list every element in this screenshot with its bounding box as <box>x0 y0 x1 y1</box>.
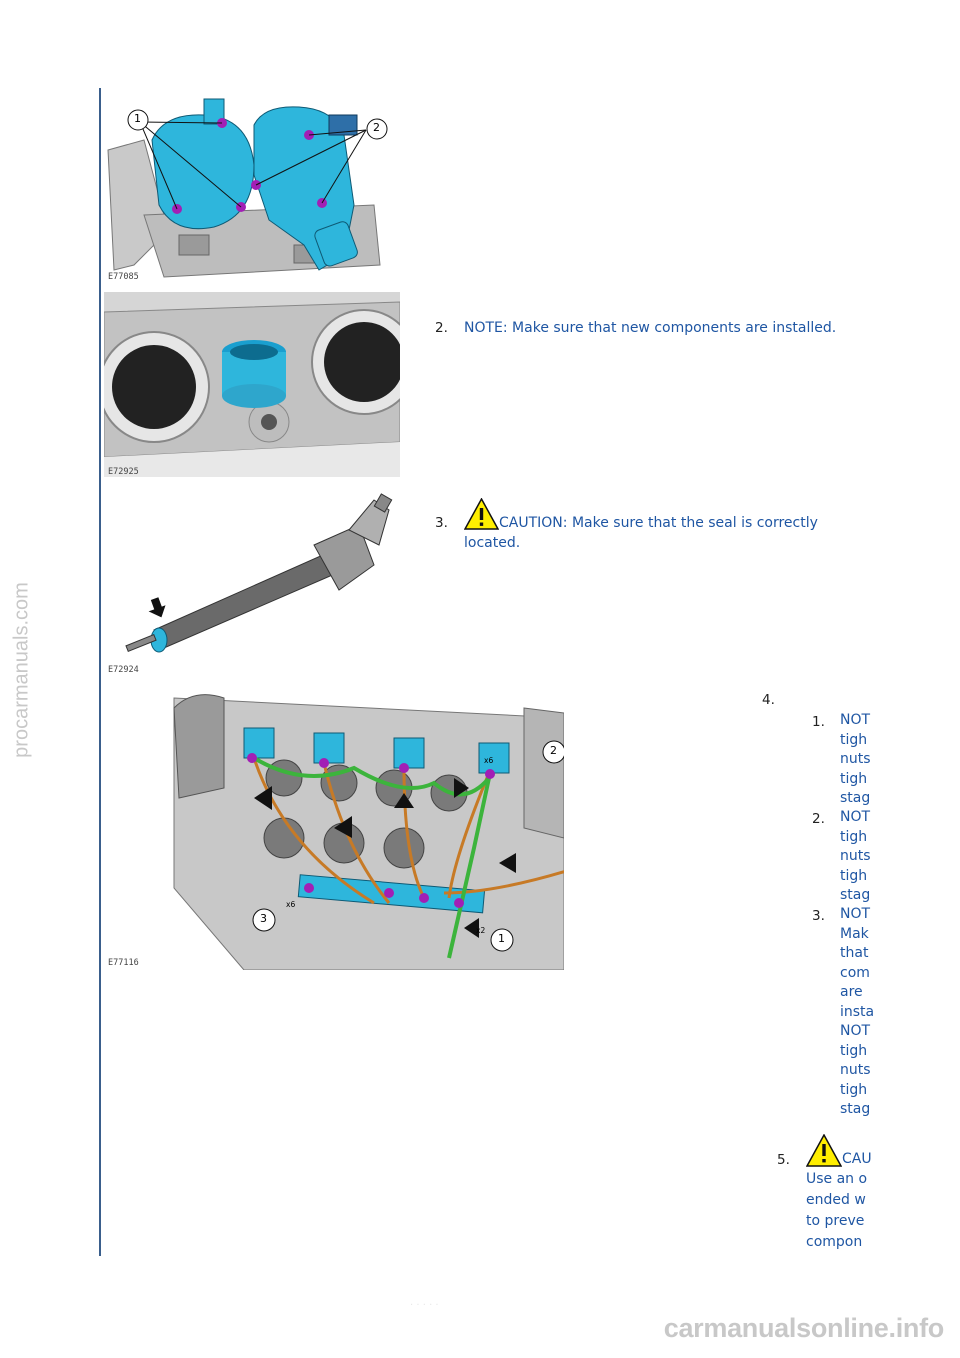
figure-cylinder-head-seal: E72925 <box>104 292 400 477</box>
figure-fuel-injector: E72924 <box>104 490 400 680</box>
callout-2: 2 <box>373 121 380 134</box>
quantity-tag: x2 <box>476 926 486 935</box>
side-watermark: procarmanuals.com <box>2 560 42 780</box>
substep-number: 2. <box>812 811 825 827</box>
figure-code: E72924 <box>108 665 139 675</box>
callout-3: 3 <box>260 912 267 925</box>
step-note: NOTE: Make sure that new components are … <box>464 320 837 336</box>
bottom-watermark: carmanualsonline.info <box>663 1313 945 1343</box>
figure-code: E77116 <box>108 958 139 968</box>
callout-2: 2 <box>550 744 557 757</box>
left-rule <box>99 88 101 1256</box>
figure-vacuum-fuel-pump: 1 2 E77085 <box>104 95 400 282</box>
callout-1: 1 <box>498 932 505 945</box>
substep-number: 3. <box>812 908 825 924</box>
substep-number: 1. <box>812 714 825 730</box>
step-number: 2. <box>435 320 448 336</box>
figure-code: E72925 <box>108 467 139 477</box>
step-number: 3. <box>435 515 448 531</box>
caution-icon <box>805 1133 843 1167</box>
figure-code: E77085 <box>108 272 139 282</box>
side-watermark-text: procarmanuals.com <box>10 582 33 758</box>
step-caution: CAUTION: Make sure that the seal is corr… <box>499 515 818 531</box>
page-footer: · · · · · <box>410 1300 439 1311</box>
step-number: 4. <box>762 692 775 708</box>
caution-icon <box>463 497 500 530</box>
step-caution: CAU <box>842 1151 872 1167</box>
quantity-tag: x6 <box>484 756 494 765</box>
step-caution-cont: located. <box>464 535 521 551</box>
step-number: 5. <box>777 1152 790 1168</box>
figure-fuel-rail-installation: 1 2 3 x2 x6 x6 E77116 <box>104 688 564 970</box>
quantity-tag: x6 <box>286 900 296 909</box>
callout-1: 1 <box>134 112 141 125</box>
